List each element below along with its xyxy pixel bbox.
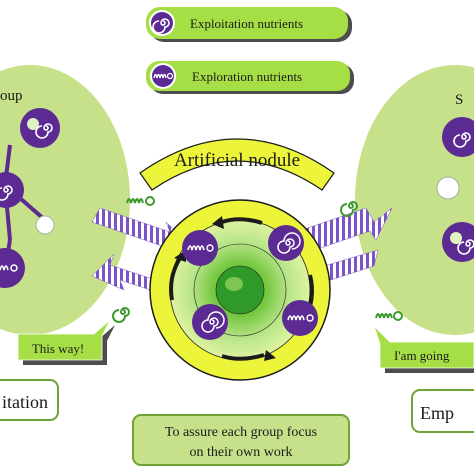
left-bubble-text: This way! — [32, 341, 84, 356]
left-speech-bubble: This way! — [17, 319, 115, 365]
left-empty-node — [35, 215, 55, 235]
left-strategy-text: itation — [2, 392, 48, 412]
spring-icon — [150, 63, 176, 89]
focus-note-line2: on their own work — [189, 445, 292, 460]
left-strategy-box: itation — [0, 379, 59, 421]
right-strategy-box: Emp — [411, 389, 474, 433]
left-spiral-icon — [112, 307, 130, 323]
artificial-nodule-title: Artificial nodule — [174, 150, 300, 171]
right-group-title: S — [455, 92, 463, 108]
nodule-spring-node-right — [282, 300, 318, 336]
legend-exploration-label: Exploration nutrients — [192, 69, 302, 84]
right-strategy-text: Emp — [420, 403, 454, 423]
left-spring-icon — [126, 196, 155, 206]
nodule-spring-node — [182, 230, 218, 266]
spiral-icon — [149, 10, 175, 36]
artificial-nodule-banner: Artificial nodule — [139, 138, 335, 191]
right-node-top — [442, 117, 474, 157]
central-nodule — [149, 199, 331, 381]
right-empty-node — [436, 176, 460, 200]
legend-exploitation: Exploitation nutrients — [146, 7, 352, 42]
left-node-bottom — [0, 248, 25, 288]
nodule-spiral-node-bottom — [192, 304, 228, 340]
focus-note-box: To assure each group focus on their own … — [132, 414, 350, 466]
focus-note-line1: To assure each group focus — [165, 425, 317, 440]
right-spring-icon — [375, 311, 403, 321]
legend-exploration: Exploration nutrients — [146, 61, 354, 94]
right-spiral-icon — [340, 201, 358, 217]
right-speech-bubble: I'am going — [373, 325, 474, 373]
left-group-title: oup — [0, 88, 23, 104]
right-bubble-text: I'am going — [394, 348, 450, 363]
legend-exploitation-label: Exploitation nutrients — [190, 16, 303, 31]
left-node-top — [20, 108, 60, 148]
nodule-spiral-node-top — [268, 225, 304, 261]
left-node-middle — [0, 172, 24, 208]
